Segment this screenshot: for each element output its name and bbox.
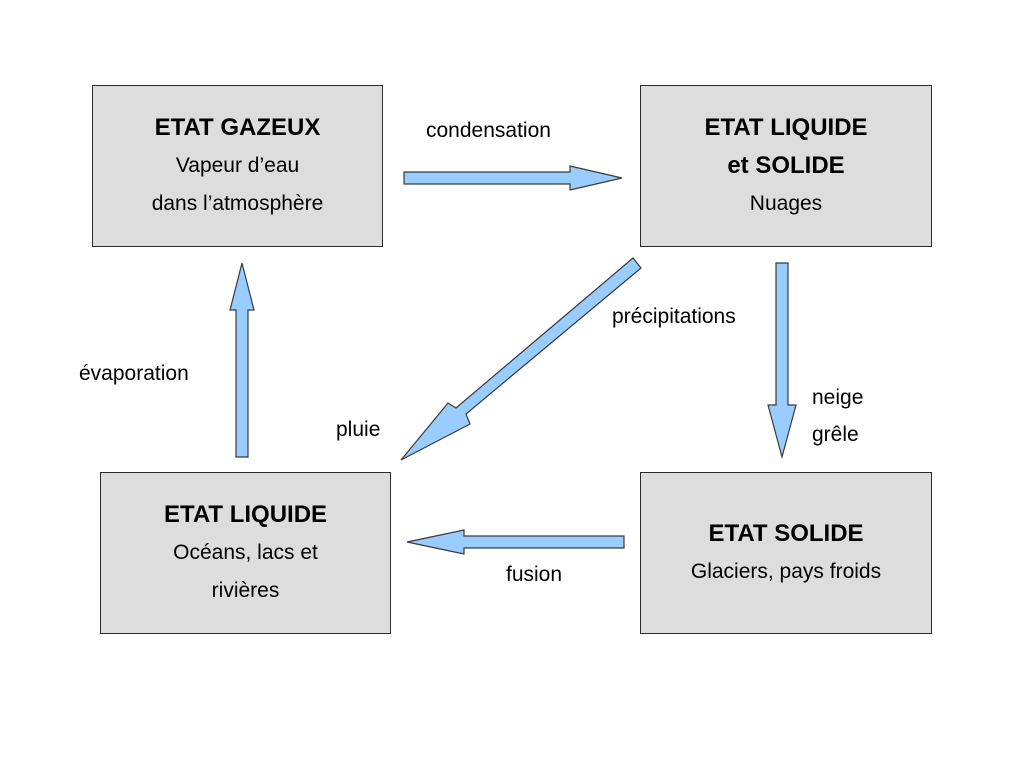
- liquid-state-title: ETAT LIQUIDE: [163, 501, 328, 528]
- condensation-arrow: [403, 165, 623, 191]
- cloud-state-title-1: ETAT LIQUIDE: [704, 114, 868, 141]
- gas-state-box: ETAT GAZEUX Vapeur d’eau dans l’atmosphè…: [92, 85, 383, 247]
- gas-state-line-2: dans l’atmosphère: [151, 192, 324, 215]
- gas-state-line-1: Vapeur d’eau: [175, 154, 300, 177]
- condensation-label: condensation: [426, 119, 551, 142]
- pluie-label: pluie: [336, 418, 381, 441]
- solid-state-line-1: Glaciers, pays froids: [690, 560, 882, 583]
- liquid-state-box: ETAT LIQUIDE Océans, lacs et rivières: [100, 472, 391, 634]
- cloud-state-box: ETAT LIQUIDE et SOLIDE Nuages: [640, 85, 932, 247]
- fusion-label: fusion: [506, 563, 563, 586]
- cloud-state-line-1: Nuages: [749, 192, 823, 215]
- liquid-state-line-2: rivières: [211, 579, 280, 602]
- pluie-arrow: [400, 257, 642, 461]
- solid-state-box: ETAT SOLIDE Glaciers, pays froids: [640, 472, 932, 634]
- liquid-state-line-1: Océans, lacs et: [173, 541, 318, 564]
- grele-label: grêle: [812, 423, 859, 446]
- solid-state-title: ETAT SOLIDE: [708, 520, 864, 547]
- evaporation-label: évaporation: [79, 362, 189, 385]
- neige-grele-arrow: [767, 262, 797, 460]
- fusion-arrow: [406, 529, 625, 555]
- gas-state-title: ETAT GAZEUX: [154, 114, 321, 141]
- cloud-state-title-2: et SOLIDE: [727, 152, 845, 179]
- evaporation-arrow: [229, 262, 255, 458]
- precipitations-label: précipitations: [612, 305, 736, 328]
- neige-label: neige: [812, 386, 864, 409]
